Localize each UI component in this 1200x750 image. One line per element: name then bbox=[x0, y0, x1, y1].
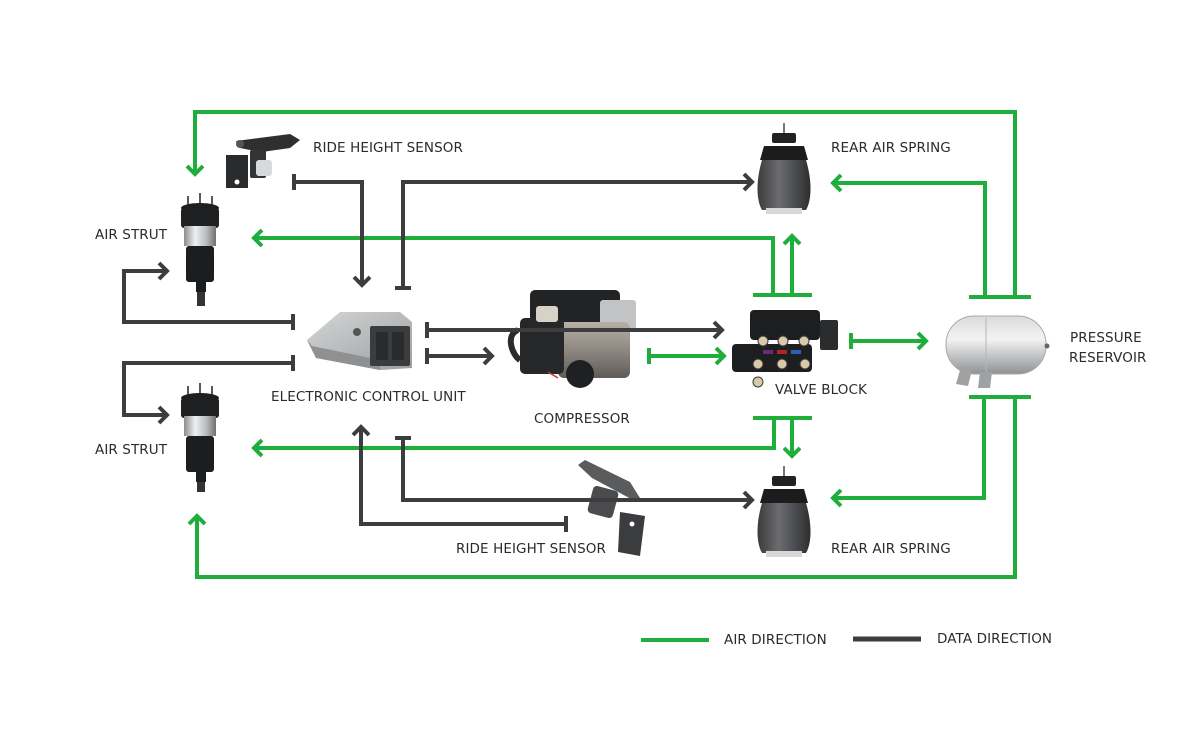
label-pressure-reservoir-line2: RESERVOIR bbox=[1069, 350, 1147, 366]
air-line-reservoir-to-strut-bottom bbox=[195, 397, 1017, 579]
air-strut-bottom-image bbox=[181, 383, 219, 492]
arrow-head bbox=[782, 233, 802, 246]
rear-air-spring-bottom-image bbox=[757, 466, 811, 557]
air-line-reservoir-to-rear-spring-top bbox=[833, 181, 987, 297]
label-air-strut-top: AIR STRUT bbox=[95, 227, 168, 243]
arrow-head bbox=[830, 173, 843, 193]
arrow-head bbox=[916, 331, 929, 351]
arrow-head bbox=[187, 513, 207, 526]
arrow-head bbox=[712, 320, 725, 340]
rear-air-spring-top-image bbox=[757, 123, 811, 214]
data-line-sensor-top-to-ecu bbox=[294, 180, 364, 284]
legend bbox=[641, 636, 921, 642]
air-strut-top-image bbox=[181, 193, 219, 306]
air-line-valve-to-strut-top bbox=[254, 236, 775, 295]
arrow-head bbox=[742, 172, 755, 192]
legend-air-label: AIR DIRECTION bbox=[724, 632, 827, 648]
arrow-head bbox=[482, 346, 495, 366]
air-line-valve-to-strut-bottom bbox=[254, 418, 776, 450]
data-line-sensor-bottom-to-ecu bbox=[359, 428, 566, 526]
label-air-strut-bottom: AIR STRUT bbox=[95, 442, 168, 458]
legend-data-label: DATA DIRECTION bbox=[937, 631, 1053, 647]
data-line-ecu-to-rear-spring-top bbox=[401, 180, 752, 288]
arrow-head bbox=[830, 488, 843, 508]
compressor-image bbox=[507, 290, 636, 388]
arrow-head bbox=[714, 346, 727, 366]
arrow-head bbox=[157, 261, 170, 281]
air-line-reservoir-to-rear-spring-bottom bbox=[833, 397, 986, 500]
label-rear-air-spring-bottom: REAR AIR SPRING bbox=[831, 541, 951, 557]
arrow-head bbox=[352, 275, 372, 288]
label-ecu: ELECTRONIC CONTROL UNIT bbox=[271, 389, 466, 405]
arrow-head bbox=[782, 446, 802, 459]
data-line-ecu-to-strut-top bbox=[122, 269, 293, 324]
label-compressor: COMPRESSOR bbox=[534, 411, 630, 427]
valve-block-image bbox=[732, 310, 838, 388]
pressure-reservoir-image bbox=[945, 315, 1050, 388]
arrow-head bbox=[185, 164, 205, 177]
label-rear-air-spring-top: REAR AIR SPRING bbox=[831, 140, 951, 156]
air-line-reservoir-to-strut-top bbox=[193, 110, 1017, 297]
ecu-image bbox=[307, 312, 412, 370]
label-ride-height-sensor-top: RIDE HEIGHT SENSOR bbox=[313, 140, 463, 156]
arrow-head bbox=[742, 490, 755, 510]
data-line-ecu-to-strut-bottom bbox=[122, 361, 293, 417]
label-pressure-reservoir-line1: PRESSURE bbox=[1070, 330, 1142, 346]
ride-height-sensor-top-image bbox=[226, 134, 300, 188]
data-line-ecu-to-rear-spring-bottom bbox=[401, 438, 752, 502]
label-ride-height-sensor-bottom: RIDE HEIGHT SENSOR bbox=[456, 541, 606, 557]
arrow-head bbox=[351, 424, 371, 437]
arrow-head bbox=[251, 228, 264, 248]
arrow-head bbox=[251, 438, 264, 458]
arrow-head bbox=[157, 405, 170, 425]
label-valve-block: VALVE BLOCK bbox=[775, 382, 868, 398]
